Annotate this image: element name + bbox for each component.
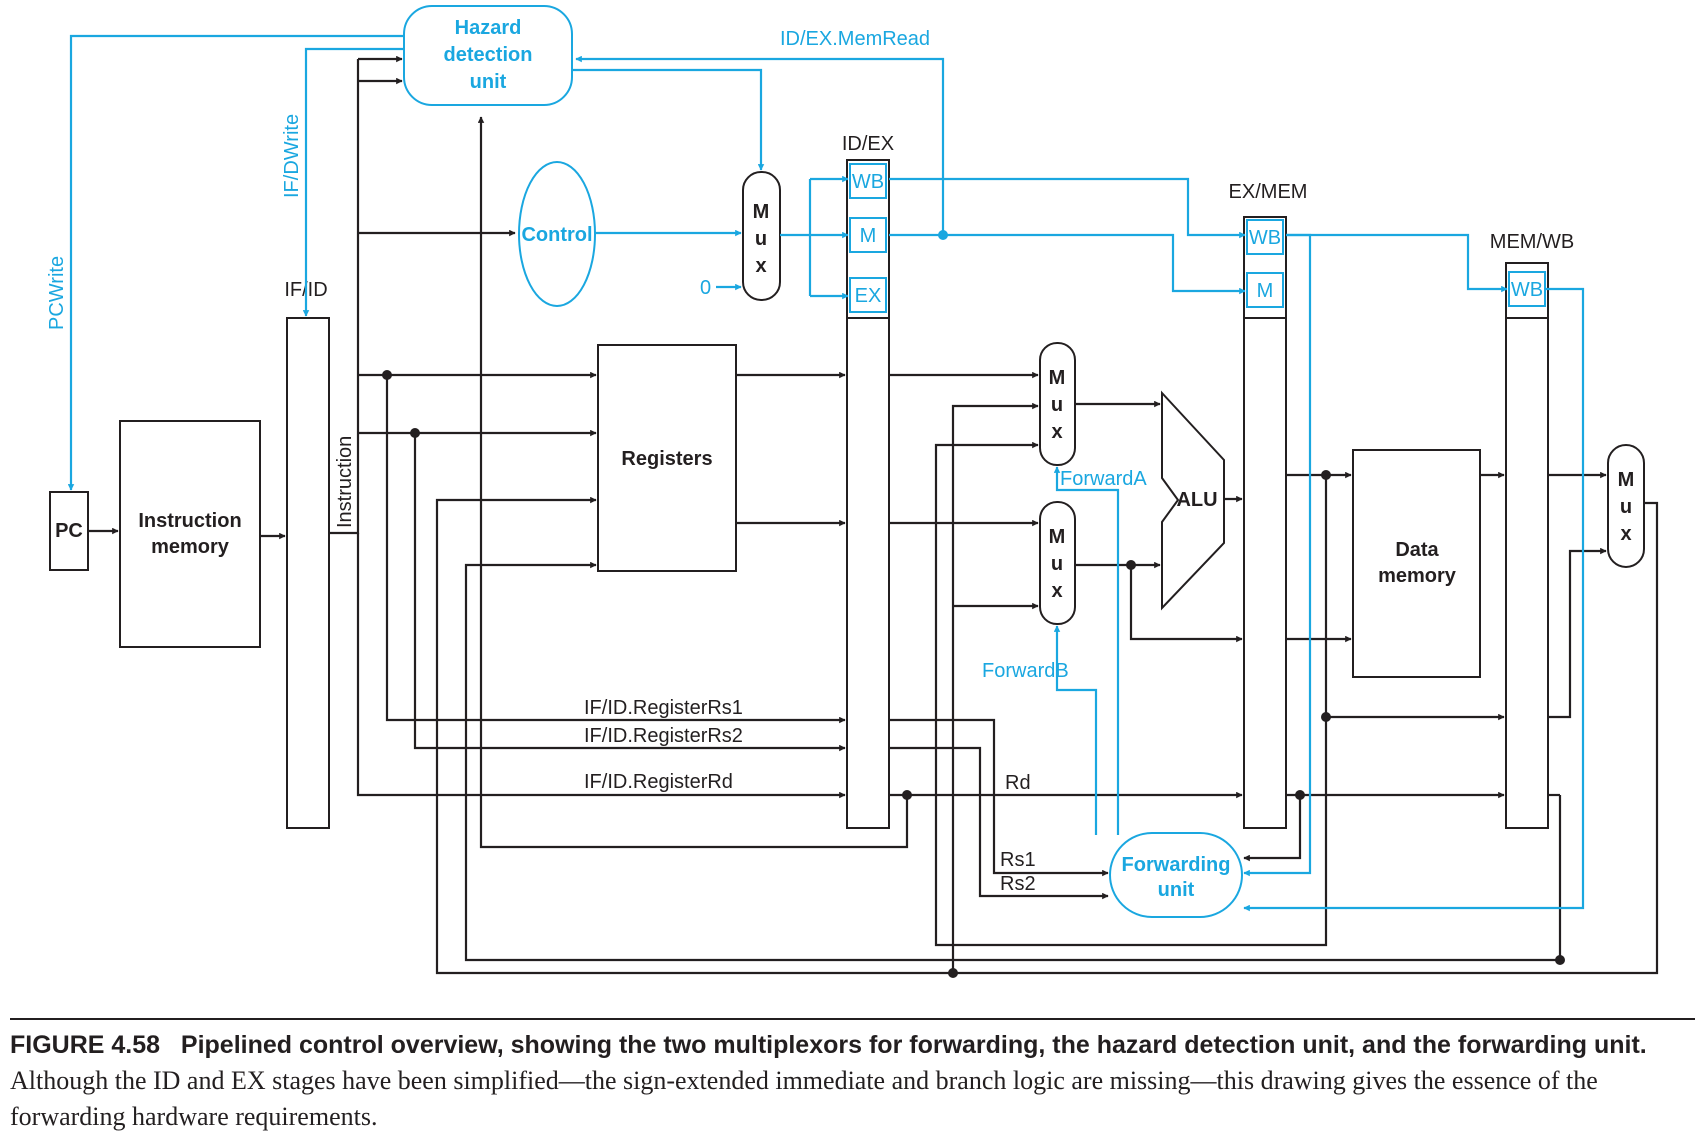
rd-bus-label: IF/ID.RegisterRd: [584, 771, 733, 793]
svg-text:Registers: Registers: [621, 448, 712, 470]
svg-text:ALU: ALU: [1176, 489, 1217, 511]
svg-text:M: M: [753, 201, 770, 223]
rs2-label: Rs2: [1000, 873, 1036, 895]
data-memory: Data memory: [1352, 449, 1481, 678]
svg-text:M: M: [1049, 367, 1066, 389]
idex-memread-label: ID/EX.MemRead: [780, 28, 930, 50]
svg-text:ID/EX: ID/EX: [842, 133, 894, 155]
hazard-mux: M u x: [742, 171, 781, 301]
svg-text:unit: unit: [470, 71, 507, 93]
idex-register: ID/EX WB M EX: [842, 133, 894, 829]
signal-labels: PCWrite IF/DWrite ID/EX.MemRead 0 Instru…: [46, 28, 1147, 895]
forward-a-mux: M u x: [1039, 342, 1076, 466]
control-wires: [67, 34, 1585, 912]
svg-text:u: u: [1051, 553, 1063, 575]
svg-text:Hazard: Hazard: [455, 17, 522, 39]
writeback-mux: M u x: [1607, 444, 1645, 568]
memwb-register: MEM/WB WB: [1490, 231, 1574, 829]
svg-text:unit: unit: [1158, 879, 1195, 901]
caption-body: Although the ID and EX stages have been …: [10, 1066, 1598, 1131]
exmem-register: EX/MEM WB M: [1229, 181, 1308, 829]
svg-text:memory: memory: [1378, 565, 1457, 587]
svg-text:WB: WB: [852, 171, 884, 193]
svg-text:WB: WB: [1511, 279, 1543, 301]
instruction-label: Instruction: [334, 436, 356, 528]
svg-text:x: x: [755, 255, 766, 277]
svg-text:Instruction: Instruction: [138, 510, 241, 532]
svg-text:x: x: [1620, 523, 1631, 545]
svg-text:Control: Control: [521, 224, 592, 246]
svg-text:x: x: [1051, 580, 1062, 602]
pipeline-diagram: PC Instruction memory IF/ID Registers ID…: [46, 5, 1659, 978]
instruction-memory: Instruction memory: [119, 420, 261, 648]
pc-register: PC: [49, 491, 89, 571]
ifid-register: IF/ID: [284, 279, 330, 829]
svg-text:u: u: [755, 228, 767, 250]
svg-text:x: x: [1051, 421, 1062, 443]
alu: ALU: [1161, 390, 1225, 611]
zero-label: 0: [700, 277, 711, 299]
rd-label: Rd: [1005, 772, 1031, 794]
svg-text:Forwarding: Forwarding: [1122, 854, 1231, 876]
svg-text:M: M: [1618, 469, 1635, 491]
svg-text:M: M: [1257, 280, 1274, 302]
svg-text:M: M: [1049, 526, 1066, 548]
svg-text:EX/MEM: EX/MEM: [1229, 181, 1308, 203]
datapath-wires: [88, 55, 1659, 978]
control-unit: Control: [518, 161, 596, 307]
figure-caption: FIGURE 4.58 Pipelined control overview, …: [10, 1028, 1700, 1135]
svg-text:EX: EX: [855, 285, 882, 307]
svg-text:u: u: [1051, 394, 1063, 416]
svg-text:u: u: [1620, 496, 1632, 518]
pcwrite-label: PCWrite: [46, 256, 68, 330]
rs1-bus-label: IF/ID.RegisterRs1: [584, 697, 743, 719]
svg-text:memory: memory: [151, 536, 230, 558]
caption-title: Pipelined control overview, showing the …: [180, 1031, 1647, 1059]
svg-text:Data: Data: [1395, 539, 1439, 561]
registers-block: Registers: [597, 344, 737, 572]
forward-b-mux: M u x: [1039, 501, 1076, 625]
forward-b-label: ForwardB: [982, 660, 1069, 682]
svg-text:WB: WB: [1249, 227, 1281, 249]
hazard-detection-unit: Hazard detection unit: [403, 5, 573, 106]
forwarding-unit: Forwarding unit: [1109, 832, 1243, 918]
svg-text:M: M: [860, 225, 877, 247]
caption-label: FIGURE 4.58: [10, 1031, 161, 1059]
forward-a-label: ForwardA: [1060, 468, 1147, 490]
svg-text:MEM/WB: MEM/WB: [1490, 231, 1574, 253]
rs2-bus-label: IF/ID.RegisterRs2: [584, 725, 743, 747]
svg-text:detection: detection: [444, 44, 533, 66]
svg-text:PC: PC: [55, 520, 83, 542]
ifdwrite-label: IF/DWrite: [281, 114, 303, 198]
rs1-label: Rs1: [1000, 849, 1036, 871]
caption-rule: [10, 1018, 1695, 1020]
